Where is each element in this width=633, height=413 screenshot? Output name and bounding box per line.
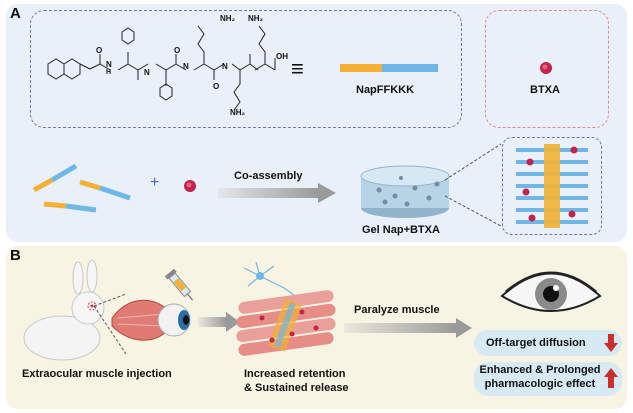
peptide-structure-drawing-right <box>254 25 276 71</box>
guide-lines <box>93 293 127 355</box>
free-peptides-icon <box>32 163 131 213</box>
coassembly-structure-icon <box>516 144 588 228</box>
nh2-label-1: NH₂ <box>220 14 236 23</box>
n-label-3: N <box>183 62 189 71</box>
h-label-1: H <box>106 69 112 76</box>
assembly-zoom-box <box>502 137 602 235</box>
peptide-structure-box <box>30 10 462 128</box>
offtarget-label: Off-target diffusion <box>486 337 586 349</box>
gel-dish-icon <box>360 165 450 218</box>
btxa-molecule-icon <box>184 180 196 192</box>
offtarget-pill: Off-target diffusion <box>474 330 622 356</box>
retention-label-1: Increased retention <box>244 368 346 380</box>
gel-label: Gel Nap+BTXA <box>362 224 440 236</box>
down-arrow-icon <box>604 334 618 352</box>
nh2-label-2: NH₂ <box>248 14 264 23</box>
injection-label: Extraocular muscle injection <box>22 368 172 380</box>
o-label-1: O <box>96 46 103 55</box>
enhanced-pill <box>474 362 622 396</box>
o-label-3: O <box>213 82 220 91</box>
peptide-structure-drawing <box>47 25 259 111</box>
equivalence-symbol: ≡ <box>291 56 304 81</box>
retention-label-2: & Sustained release <box>244 382 349 394</box>
btxa-label: BTXA <box>530 84 560 96</box>
oh-label: OH <box>276 52 288 61</box>
syringe-icon <box>164 268 193 301</box>
enhanced-label-2: pharmacologic effect <box>484 378 596 390</box>
n-label-1: N <box>106 60 112 69</box>
panel-a-label: A <box>10 5 21 22</box>
paralyze-arrow <box>344 318 472 338</box>
neuron-icon <box>243 261 299 299</box>
rabbit-icon <box>23 259 105 361</box>
coassembly-arrow <box>218 183 336 203</box>
up-arrow-icon <box>604 368 618 388</box>
plus-symbol: + <box>150 174 160 191</box>
enhanced-label-1: Enhanced & Prolonged <box>479 364 601 376</box>
btxa-box <box>485 10 609 128</box>
panel-a <box>6 4 627 242</box>
o-label-2: O <box>174 46 181 55</box>
paralyze-label: Paralyze muscle <box>354 304 440 316</box>
btxa-dot-icon <box>540 62 552 74</box>
muscle-fiber-icon <box>236 290 336 356</box>
peptide-name: NapFFKKK <box>356 84 415 96</box>
eye-icon <box>500 271 602 312</box>
peptide-bar-icon <box>340 64 438 72</box>
n-label-4: N <box>222 62 228 71</box>
nh2-label-3: NH₂ <box>230 108 246 117</box>
zoom-lines <box>444 143 502 227</box>
n-label-2: N <box>144 68 150 77</box>
arrow-to-muscle <box>198 312 240 332</box>
eye-muscle-icon <box>111 299 191 341</box>
coassembly-label: Co-assembly <box>234 170 303 182</box>
panel-b-label: B <box>10 247 21 264</box>
